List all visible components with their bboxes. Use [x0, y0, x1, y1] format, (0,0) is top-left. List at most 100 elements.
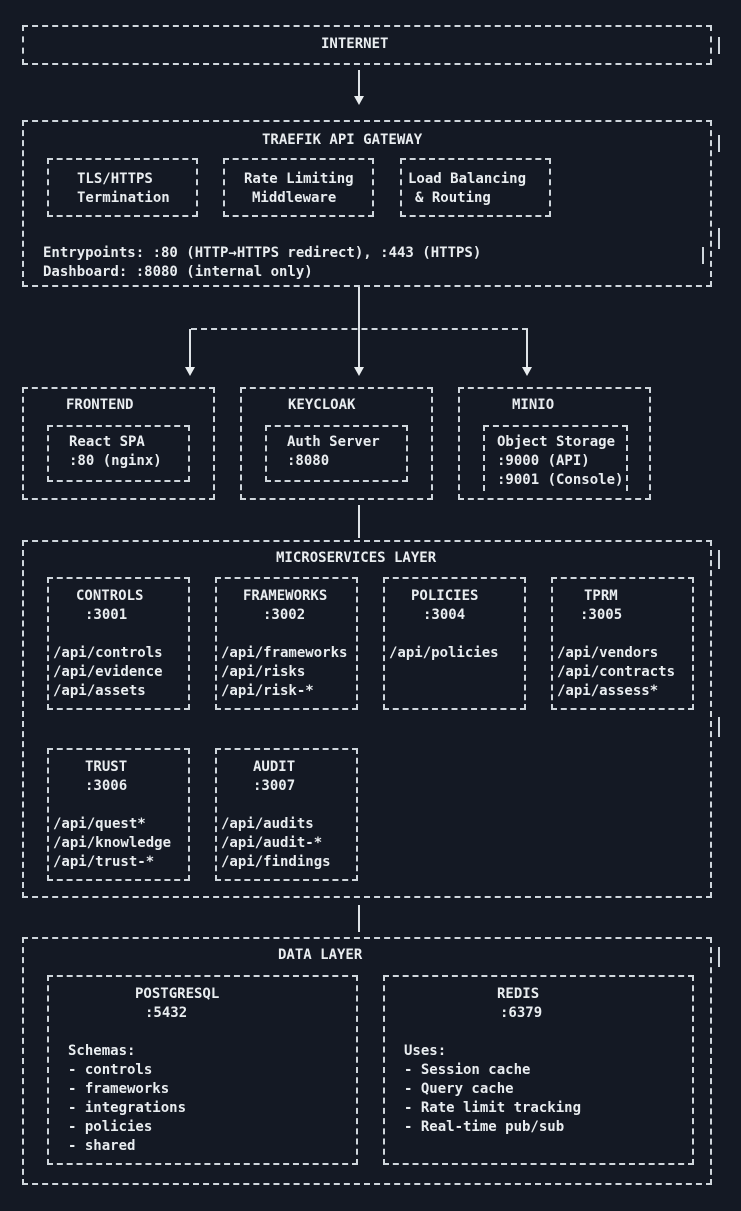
microservices-layer-title: MICROSERVICES LAYER	[276, 550, 437, 566]
store-list-item: - Real-time pub/sub	[404, 1119, 565, 1135]
service-name: TPRM	[584, 588, 618, 604]
frontend-line: :80 (nginx)	[69, 453, 162, 469]
minio-line: :9001 (Console)	[497, 472, 624, 488]
service-endpoint: /api/controls	[53, 645, 163, 661]
keycloak-line: Auth Server	[287, 434, 380, 450]
service-endpoint: /api/risk-*	[221, 683, 314, 699]
service-endpoint: /api/trust-*	[53, 854, 155, 870]
gateway-note-entrypoints: Entrypoints: :80 (HTTP→HTTPS redirect), …	[43, 245, 482, 261]
service-name: FRAMEWORKS	[243, 588, 328, 604]
service-name: AUDIT	[253, 759, 296, 775]
border-tick	[718, 550, 720, 569]
store-list-item: - Query cache	[404, 1081, 514, 1097]
data-layer-title: DATA LAYER	[278, 947, 363, 963]
component-line: TLS/HTTPS	[77, 171, 153, 187]
store-list-item: - controls	[68, 1062, 153, 1078]
border-tick	[718, 947, 720, 967]
arrow-down-icon	[354, 96, 364, 105]
blank-line	[217, 796, 356, 815]
gateway-title: TRAEFIK API GATEWAY	[262, 132, 423, 148]
service-port: :3005	[580, 607, 623, 623]
gateway-note-dashboard: Dashboard: :8080 (internal only)	[43, 264, 313, 280]
redis-box: REDIS :6379 Uses: - Session cache - Quer…	[383, 975, 694, 1165]
border-tick	[702, 247, 704, 264]
service-audit-box: AUDIT :3007 /api/audits /api/audit-* /ap…	[215, 748, 358, 881]
blank-line	[49, 796, 188, 815]
store-list-header: Schemas:	[68, 1043, 136, 1059]
border-tick	[718, 135, 720, 152]
connector-line	[191, 328, 528, 330]
connector-line	[358, 287, 360, 368]
connector-line	[358, 905, 360, 932]
service-name: CONTROLS	[76, 588, 144, 604]
service-endpoint: /api/policies	[389, 645, 499, 661]
connector-line	[526, 329, 528, 368]
service-port: :3002	[263, 607, 306, 623]
postgresql-box: POSTGRESQL :5432 Schemas: - controls - f…	[47, 975, 358, 1165]
keycloak-inner-box: Auth Server :8080	[265, 425, 408, 482]
component-line: & Routing	[415, 190, 491, 206]
gateway-component-ratelimit: Rate Limiting Middleware	[223, 158, 374, 217]
keycloak-title: KEYCLOAK	[288, 397, 356, 413]
connector-line	[189, 329, 191, 368]
border-tick	[718, 37, 720, 54]
store-list-item: - integrations	[68, 1100, 187, 1116]
minio-line: Object Storage	[497, 434, 616, 450]
store-name: REDIS	[497, 986, 540, 1002]
service-tprm-box: TPRM :3005 /api/vendors /api/contracts /…	[551, 577, 694, 710]
service-frameworks-box: FRAMEWORKS :3002 /api/frameworks /api/ri…	[215, 577, 358, 710]
service-policies-box: POLICIES :3004 /api/policies	[383, 577, 526, 710]
internet-box: INTERNET	[22, 25, 712, 65]
service-endpoint: /api/findings	[221, 854, 331, 870]
store-list-header: Uses:	[404, 1043, 447, 1059]
gateway-notes: Entrypoints: :80 (HTTP→HTTPS redirect), …	[43, 244, 481, 282]
border-tick	[718, 228, 720, 249]
component-line: Termination	[77, 190, 170, 206]
arrow-down-icon	[522, 367, 532, 376]
arrow-down-icon	[354, 367, 364, 376]
minio-title: MINIO	[512, 397, 555, 413]
service-name: TRUST	[85, 759, 128, 775]
service-endpoint: /api/vendors	[557, 645, 659, 661]
service-endpoint: /api/audits	[221, 816, 314, 832]
keycloak-line: :8080	[287, 453, 330, 469]
connector-line	[358, 505, 360, 538]
store-list-item: - policies	[68, 1119, 153, 1135]
frontend-title: FRONTEND	[66, 397, 134, 413]
arrow-down-icon	[185, 367, 195, 376]
blank-line	[49, 625, 188, 644]
service-port: :3006	[85, 778, 128, 794]
service-endpoint: /api/evidence	[53, 664, 163, 680]
store-list-item: - shared	[68, 1138, 136, 1154]
gateway-component-loadbalancing: Load Balancing & Routing	[400, 158, 551, 217]
service-endpoint: /api/frameworks	[221, 645, 348, 661]
frontend-inner-box: React SPA :80 (nginx)	[47, 425, 190, 482]
store-list-item: - Rate limit tracking	[404, 1100, 582, 1116]
blank-line	[49, 1023, 356, 1042]
connector-line	[358, 70, 360, 97]
service-controls-box: CONTROLS :3001 /api/controls /api/eviden…	[47, 577, 190, 710]
store-name: POSTGRESQL	[135, 986, 220, 1002]
service-endpoint: /api/risks	[221, 664, 306, 680]
service-endpoint: /api/knowledge	[53, 835, 172, 851]
service-endpoint: /api/contracts	[557, 664, 676, 680]
internet-title: INTERNET	[321, 36, 389, 52]
component-line: Middleware	[252, 190, 337, 206]
service-endpoint: /api/assets	[53, 683, 146, 699]
store-list-item: - Session cache	[404, 1062, 531, 1078]
store-port: :6379	[500, 1005, 543, 1021]
frontend-line: React SPA	[69, 434, 145, 450]
service-endpoint: /api/audit-*	[221, 835, 323, 851]
minio-line: :9000 (API)	[497, 453, 590, 469]
service-endpoint: /api/quest*	[53, 816, 146, 832]
component-line: Load Balancing	[408, 171, 527, 187]
service-endpoint: /api/assess*	[557, 683, 659, 699]
blank-line	[385, 625, 524, 644]
minio-inner-box: Object Storage :9000 (API) :9001 (Consol…	[483, 425, 628, 491]
store-list-item: - frameworks	[68, 1081, 170, 1097]
store-port: :5432	[145, 1005, 188, 1021]
component-line: Rate Limiting	[244, 171, 354, 187]
service-trust-box: TRUST :3006 /api/quest* /api/knowledge /…	[47, 748, 190, 881]
service-name: POLICIES	[411, 588, 479, 604]
